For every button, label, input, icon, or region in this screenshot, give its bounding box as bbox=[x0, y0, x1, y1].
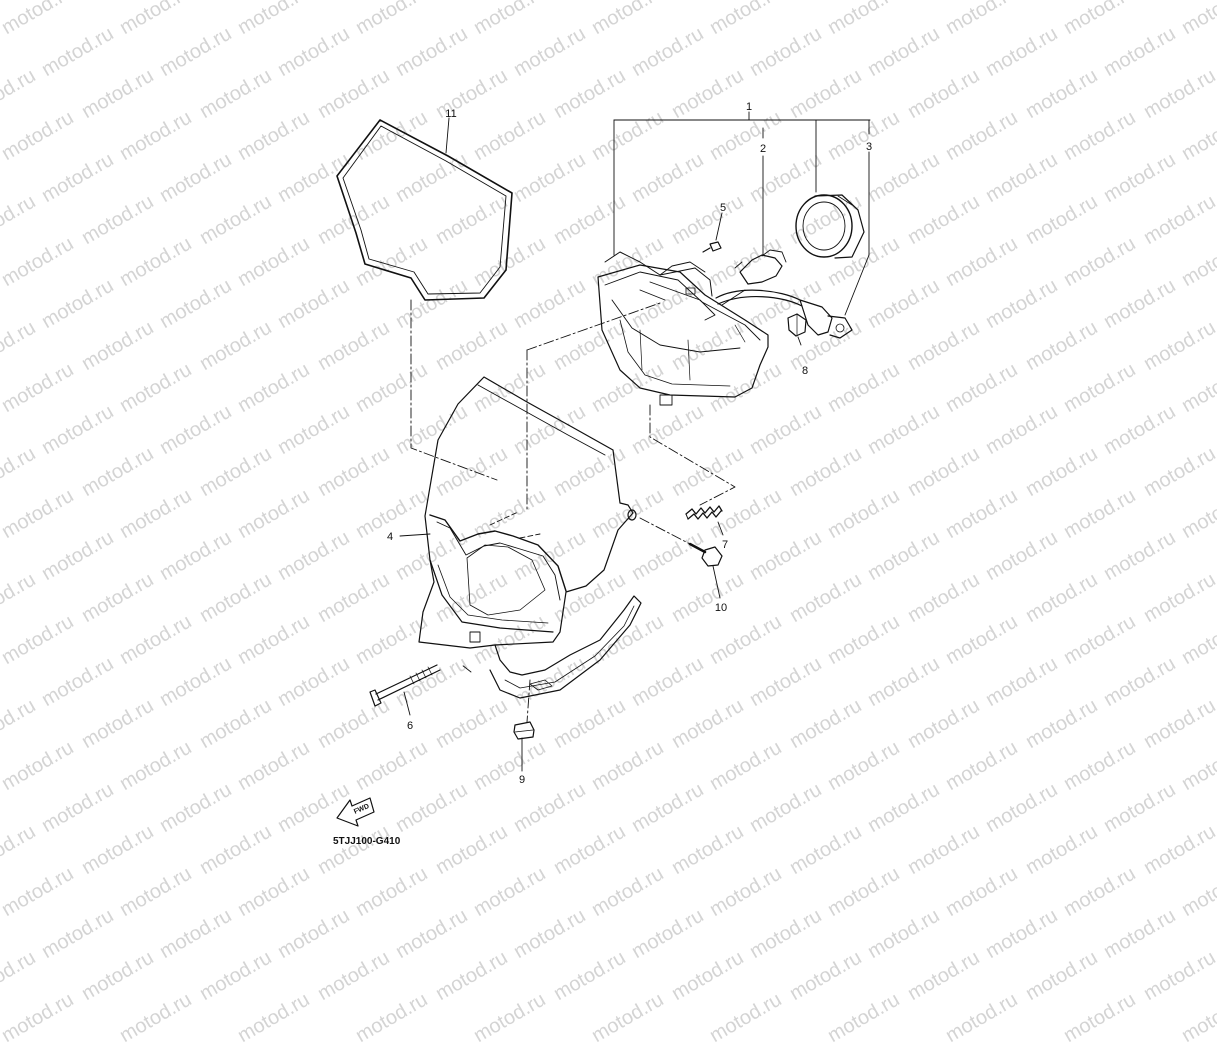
callout-2: 2 bbox=[760, 143, 766, 155]
watermark-text: motod.ru bbox=[864, 904, 944, 964]
diagram-code: 5TJJ100-G410 bbox=[333, 836, 401, 847]
assembly-guide-lines bbox=[410, 299, 736, 723]
watermark-text: motod.ru bbox=[78, 946, 158, 1006]
part-5-screw[interactable] bbox=[702, 241, 722, 253]
callout-6: 6 bbox=[407, 720, 413, 732]
callout-9: 9 bbox=[519, 774, 525, 786]
watermark-text: motod.ru bbox=[392, 904, 472, 964]
watermark-text: motod.ru bbox=[1022, 946, 1102, 1006]
wire-connector bbox=[799, 299, 853, 339]
watermark-text: motod.ru bbox=[588, 988, 668, 1048]
part-7-spring[interactable] bbox=[685, 505, 723, 520]
watermark-text: motod.ru bbox=[824, 988, 904, 1048]
watermark-text: motod.ru bbox=[942, 988, 1022, 1048]
watermark-text: motod.ru bbox=[352, 988, 432, 1048]
part-3-bulb-cover[interactable] bbox=[795, 194, 865, 259]
watermark-text: motod.ru bbox=[116, 988, 196, 1048]
forward-arrow-icon: FWD bbox=[336, 797, 375, 827]
watermark-text: motod.ru bbox=[196, 946, 276, 1006]
callout-leader-lines bbox=[399, 111, 871, 772]
part-6-long-bolt[interactable] bbox=[369, 664, 441, 707]
watermark-text: motod.ru bbox=[668, 946, 748, 1006]
part-4-headlight-cowl[interactable] bbox=[418, 376, 642, 699]
watermark-text: motod.ru bbox=[432, 946, 512, 1006]
part-1-headlight-assembly[interactable] bbox=[597, 251, 803, 406]
watermark-text: motod.ru bbox=[1178, 988, 1217, 1048]
callout-10: 10 bbox=[715, 602, 727, 614]
watermark-text: motod.ru bbox=[706, 988, 786, 1048]
watermark-text: motod.ru bbox=[746, 904, 826, 964]
watermark-text: motod.ru bbox=[628, 904, 708, 964]
headlight-cowl-exploded-diagram: 1 2 3 4 5 6 7 8 9 10 11 FWD bbox=[336, 101, 872, 827]
watermark-text: motod.ru bbox=[234, 988, 314, 1048]
watermark-text: motod.ru bbox=[904, 946, 984, 1006]
callout-7: 7 bbox=[722, 539, 728, 551]
watermark-text: motod.ru bbox=[550, 946, 630, 1006]
callout-4: 4 bbox=[387, 531, 393, 543]
callout-5: 5 bbox=[720, 202, 726, 214]
part-8-grommet[interactable] bbox=[787, 313, 807, 337]
callout-1: 1 bbox=[746, 101, 752, 113]
watermark-text: motod.ru bbox=[0, 946, 40, 1006]
watermark-text: motod.ru bbox=[1140, 946, 1217, 1006]
watermark-text: motod.ru bbox=[510, 904, 590, 964]
watermark-text: motod.ru bbox=[0, 988, 78, 1048]
watermark-text: motod.ru bbox=[1060, 988, 1140, 1048]
callout-8: 8 bbox=[802, 365, 808, 377]
part-11-gasket[interactable] bbox=[336, 119, 513, 301]
watermark-text: motod.ru bbox=[274, 904, 354, 964]
watermark-text: motod.ru bbox=[786, 946, 866, 1006]
watermark-text: motod.ru bbox=[1100, 904, 1180, 964]
watermark-text: motod.ru bbox=[470, 988, 550, 1048]
callout-3: 3 bbox=[866, 141, 872, 153]
callout-11: 11 bbox=[445, 108, 456, 120]
watermark-text: motod.ru bbox=[314, 946, 394, 1006]
part-10-bolt[interactable] bbox=[688, 542, 723, 567]
watermark-text: motod.ru bbox=[38, 904, 118, 964]
watermark-text: motod.ru bbox=[982, 904, 1062, 964]
part-9-nut[interactable] bbox=[513, 721, 535, 740]
watermark-text: motod.ru bbox=[156, 904, 236, 964]
part-2-bulb[interactable] bbox=[734, 249, 787, 285]
callout-numbers: 1 2 3 4 5 6 7 8 9 10 11 bbox=[387, 101, 872, 786]
